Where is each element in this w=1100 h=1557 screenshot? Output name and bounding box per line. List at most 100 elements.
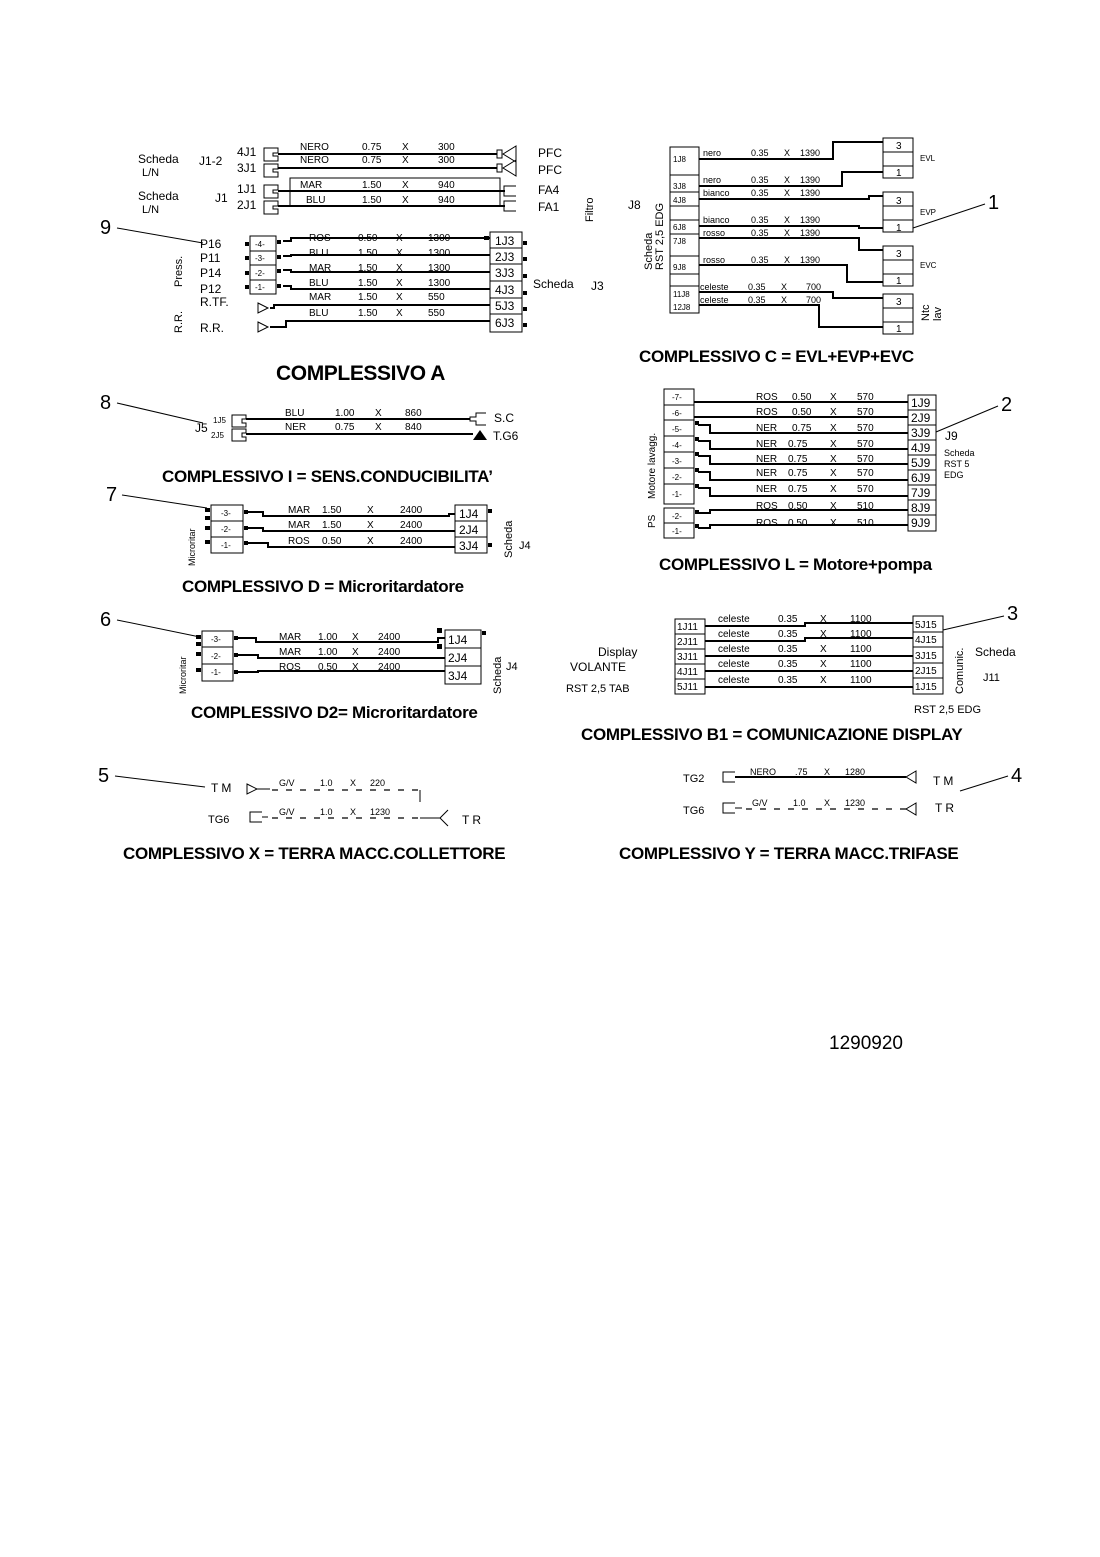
connector-label: J9 (945, 429, 958, 443)
wire-color: MAR (300, 180, 322, 191)
load-pin: 1 (896, 276, 902, 287)
wire-color: bianco (703, 215, 730, 225)
wire-length: 700 (806, 295, 821, 305)
connector-pin: -4- (255, 240, 265, 249)
pin-label: 1J9 (911, 396, 931, 410)
line-neutral-label: L/N (142, 204, 159, 216)
wire-color: NER (756, 484, 777, 495)
wire-length: 570 (857, 484, 874, 495)
ref-number: 8 (100, 392, 111, 414)
ref-number: 9 (100, 217, 111, 239)
wire-length: 570 (857, 439, 874, 450)
wire-length: 570 (857, 423, 874, 434)
pin-label: 5J9 (911, 456, 931, 470)
assembly-title: COMPLESSIVO Y = TERRA MACC.TRIFASE (619, 844, 958, 863)
wire-section: 0.75 (335, 422, 355, 433)
load-label: EVC (920, 261, 937, 270)
connector-pin: -1- (221, 541, 231, 550)
wire-length: 2400 (400, 505, 423, 516)
pin-label: 5J11 (677, 682, 698, 693)
wire-x: X (367, 520, 374, 531)
pin-label: 2J1 (237, 198, 257, 212)
terminal-label: TM (211, 781, 234, 795)
connector-pin: -3- (211, 635, 221, 644)
wire-x: X (402, 142, 409, 153)
connector-pin: -1- (211, 668, 221, 677)
wire-section: 0.75 (788, 454, 808, 465)
pin-label: 3J9 (911, 426, 931, 440)
terminal-label: S.C (494, 411, 514, 425)
display-label: RST 2,5 TAB (566, 683, 630, 695)
drawing-code: 1290920 (829, 1033, 903, 1054)
ref-number: 2 (1001, 394, 1012, 416)
pin-label: 2J5 (211, 431, 224, 440)
wire-color: ROS (288, 536, 310, 547)
wire-section: 0.35 (778, 659, 798, 670)
wire-color: celeste (700, 282, 729, 292)
connector-pin: -1- (672, 527, 682, 536)
pin-label: 3J4 (448, 669, 468, 683)
wire-length: 220 (370, 778, 385, 788)
wire-x: X (367, 505, 374, 516)
thermal-label: R.TF. (200, 295, 229, 309)
wire-color: MAR (279, 647, 301, 658)
wire-color: BLU (285, 408, 304, 419)
wire-length: 2400 (400, 520, 423, 531)
assembly-b1: Display VOLANTE RST 2,5 TAB 1J11 2J11 3J… (566, 603, 1018, 744)
wire-color: ROS (756, 392, 778, 403)
wire-x: X (396, 248, 403, 259)
wire-color: NER (756, 454, 777, 465)
pin-label: 3J1 (237, 161, 257, 175)
wire-color: BLU (309, 248, 328, 259)
load-pin: 3 (896, 249, 902, 260)
ref-number: 4 (1011, 765, 1022, 787)
connector-label: J1 (215, 191, 228, 205)
wire-x: X (350, 778, 356, 788)
connector-label: J4 (519, 540, 531, 552)
wire-section: 0.35 (751, 215, 769, 225)
wire-section: 0.50 (788, 501, 808, 512)
wire-length: 940 (438, 195, 455, 206)
ref-number: 6 (100, 609, 111, 631)
wire-x: X (830, 484, 837, 495)
terminal-label: TG6 (683, 805, 704, 817)
pin-label: 4J15 (915, 635, 937, 646)
wire-x: X (402, 180, 409, 191)
wire-x: X (820, 629, 827, 640)
wire-color: celeste (718, 675, 750, 686)
wire-section: 0.35 (778, 629, 798, 640)
wire-length: 1300 (428, 248, 451, 259)
wire-length: 860 (405, 408, 422, 419)
ntc-label: lav (932, 306, 944, 321)
wire-length: 2400 (378, 647, 401, 658)
pin-label: 6J9 (911, 471, 931, 485)
wire-section: 0.35 (751, 148, 769, 158)
wire-color: MAR (288, 520, 310, 531)
wire-x: X (396, 233, 403, 244)
connector-pin: -3- (255, 254, 265, 263)
board-label: EDG (944, 470, 964, 480)
board-label: Scheda (533, 277, 574, 291)
wire-section: 1.0 (320, 778, 333, 788)
wire-x: X (830, 454, 837, 465)
pin-label: 3J3 (495, 266, 515, 280)
wire-section: 0.50 (318, 662, 338, 673)
board-type-label: RST 2,5 EDG (914, 704, 981, 716)
wire-x: X (396, 292, 403, 303)
pin-label: 2J3 (495, 250, 515, 264)
pin-label: 2J11 (677, 637, 698, 648)
wire-length: 300 (438, 155, 455, 166)
wire-color: NERO (300, 142, 329, 153)
connector-pin: -3- (672, 457, 682, 466)
assembly-title: COMPLESSIVO B1 = COMUNICAZIONE DISPLAY (581, 725, 963, 744)
board-label: Scheda (975, 645, 1016, 659)
wire-length: 510 (857, 518, 874, 529)
pin-label: 5J3 (495, 299, 515, 313)
connector-pin: -4- (672, 441, 682, 450)
wire-color: G/V (279, 778, 295, 788)
wire-color: nero (703, 175, 721, 185)
load-pin: 3 (896, 196, 902, 207)
wire-section: 1.0 (793, 798, 806, 808)
wire-x: X (396, 278, 403, 289)
